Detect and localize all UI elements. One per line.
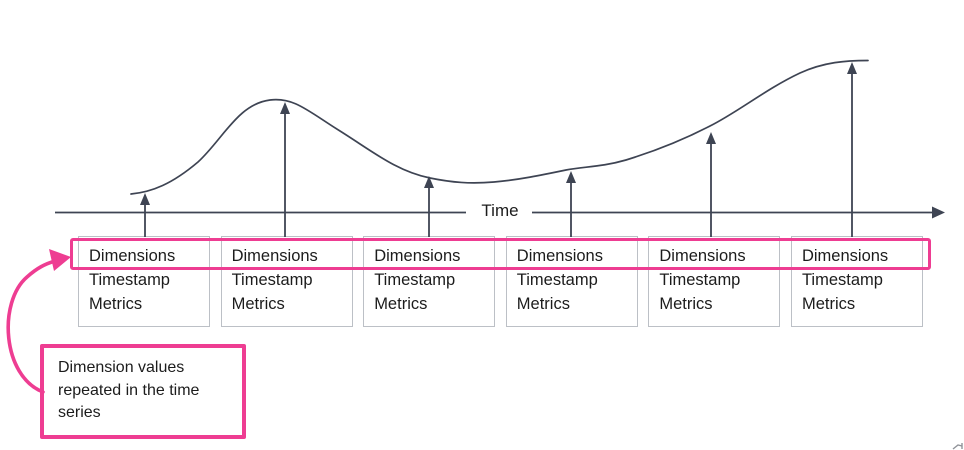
card-field-dimensions: Dimensions <box>374 247 461 265</box>
card-field-dimensions: Dimensions <box>89 247 176 265</box>
card-field-dimensions: Dimensions <box>659 247 746 265</box>
card-field-dimensions: Dimensions <box>231 247 318 265</box>
card-field-metrics: Metrics <box>231 295 285 313</box>
card-field-timestamp: Timestamp <box>659 271 741 289</box>
card-field-metrics: Metrics <box>374 295 428 313</box>
up-arrowhead-icon <box>424 176 434 188</box>
corner-artifact <box>952 443 963 450</box>
card-field-metrics: Metrics <box>801 295 856 313</box>
data-point-arrow-2 <box>280 102 290 237</box>
record-card: Dimensions Timestamp Metrics <box>648 236 781 327</box>
up-arrowhead-icon <box>847 62 857 74</box>
time-axis-label: Time <box>481 201 519 220</box>
card-field-timestamp: Timestamp <box>801 271 883 289</box>
time-axis-arrowhead-icon <box>932 206 945 219</box>
record-card: Dimensions Timestamp Metrics <box>78 236 210 327</box>
callout-text: Dimension values repeated in the time se… <box>58 359 200 421</box>
record-card: Dimensions Timestamp Metrics <box>505 236 638 327</box>
record-card: Dimensions Timestamp Metrics <box>220 236 353 327</box>
record-cards: Dimensions Timestamp Metrics Dimensions … <box>78 236 923 327</box>
data-point-arrow-3 <box>424 176 434 237</box>
card-field-dimensions: Dimensions <box>801 247 889 265</box>
card-field-metrics: Metrics <box>659 295 713 313</box>
record-card: Dimensions Timestamp Metrics <box>363 236 496 327</box>
data-point-arrow-5 <box>706 132 716 237</box>
data-point-arrow-4 <box>566 171 576 237</box>
card-field-timestamp: Timestamp <box>231 271 313 289</box>
time-series-curve <box>130 59 869 195</box>
callout-arrowhead-icon <box>49 249 71 271</box>
card-field-timestamp: Timestamp <box>374 271 456 289</box>
card-field-timestamp: Timestamp <box>89 271 170 289</box>
data-point-arrow-6 <box>847 62 857 237</box>
data-point-arrow-1 <box>140 193 150 237</box>
card-field-metrics: Metrics <box>516 295 570 313</box>
up-arrowhead-icon <box>140 193 150 205</box>
card-field-dimensions: Dimensions <box>516 247 603 265</box>
up-arrowhead-icon <box>280 102 290 114</box>
dimensions-highlight-box <box>70 238 931 270</box>
card-field-metrics: Metrics <box>89 295 143 313</box>
up-arrowhead-icon <box>706 132 716 144</box>
callout-box: Dimension values repeated in the time se… <box>40 344 246 439</box>
record-card: Dimensions Timestamp Metrics <box>790 236 923 327</box>
up-arrowhead-icon <box>566 171 576 183</box>
card-field-timestamp: Timestamp <box>516 271 598 289</box>
